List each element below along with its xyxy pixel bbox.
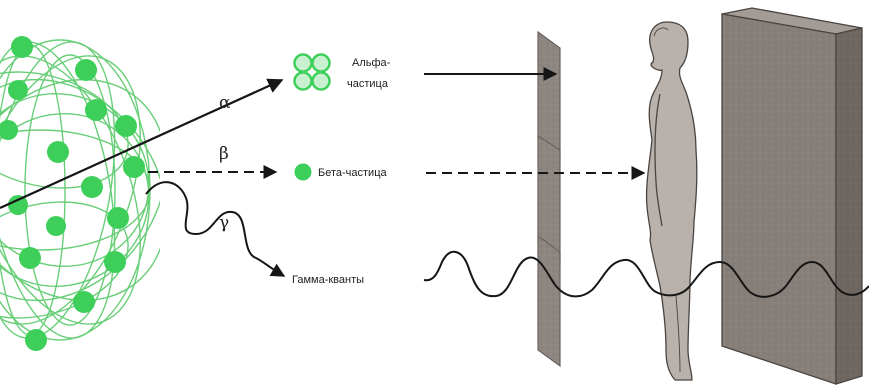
human-figure xyxy=(645,21,698,381)
alpha-particle-label-line2: частица xyxy=(347,78,389,90)
nucleon xyxy=(85,99,107,121)
gamma-symbol: γ xyxy=(219,213,229,233)
nucleus xyxy=(0,36,160,351)
nucleons xyxy=(0,36,145,351)
nucleon xyxy=(75,59,97,81)
nucleus-web xyxy=(0,39,160,341)
nucleon xyxy=(8,195,28,215)
beta-ray xyxy=(148,165,646,180)
nucleon xyxy=(104,251,126,273)
nucleon xyxy=(25,329,47,351)
thick-block xyxy=(721,7,863,385)
paper-barriers xyxy=(537,30,561,368)
nucleon xyxy=(19,247,41,269)
nucleon xyxy=(107,207,129,229)
nucleon xyxy=(0,120,18,140)
alpha-particle-label-line1: Альфа- xyxy=(352,57,391,69)
alpha-emission-arrow xyxy=(0,78,284,210)
alpha-symbol: α xyxy=(219,93,231,113)
gamma-emission-wave xyxy=(145,181,286,277)
gamma-quanta-label: Гамма-кванты xyxy=(292,274,364,286)
nucleon xyxy=(81,176,103,198)
nucleon xyxy=(73,291,95,313)
gamma-travel-wave xyxy=(423,251,869,298)
beta-particle-label: Бета-частица xyxy=(318,167,387,179)
nucleon xyxy=(47,141,69,163)
nucleon xyxy=(8,80,28,100)
nucleon xyxy=(46,216,66,236)
alpha-particle xyxy=(293,53,331,91)
alpha-ray xyxy=(0,67,558,210)
nucleon xyxy=(115,115,137,137)
beta-symbol: β xyxy=(219,144,229,164)
nucleon xyxy=(123,156,145,178)
gamma-ray xyxy=(145,181,869,298)
beta-particle-dot xyxy=(294,163,312,181)
nucleon xyxy=(11,36,33,58)
